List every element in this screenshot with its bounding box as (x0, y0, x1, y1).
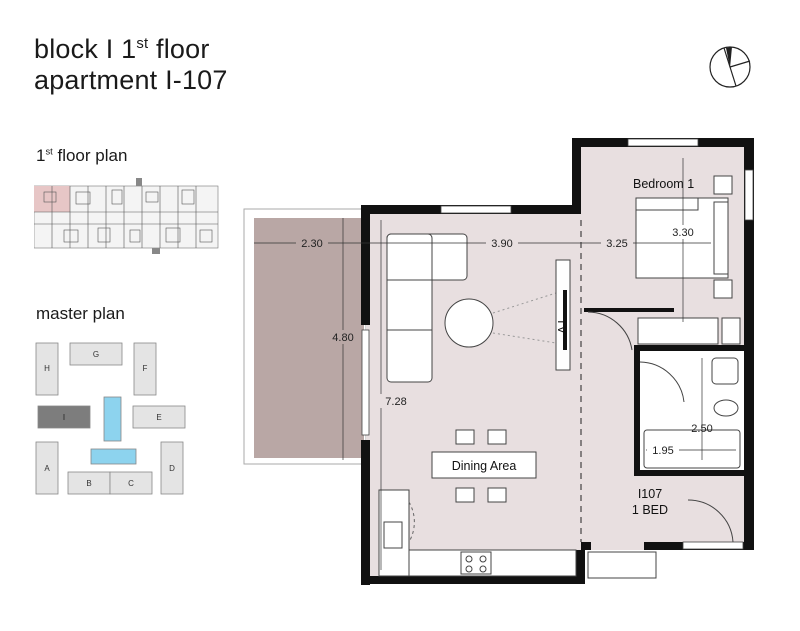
block-d[interactable] (160, 441, 184, 495)
floor-plan-heading: 1st floor plan (36, 146, 127, 166)
dining-set (431, 429, 537, 503)
kitchen-counter (378, 489, 577, 577)
dim-bath-tub: 1.95 (652, 445, 673, 457)
unit-type: 1 BED (632, 503, 668, 517)
block-f[interactable] (133, 342, 157, 396)
block-label-a: A (44, 464, 50, 473)
dim-bedroom-width: 3.25 (606, 238, 627, 250)
floor-heading-ordinal: st (45, 146, 53, 157)
title-block-text: block I 1 (34, 34, 137, 64)
title-line-block: block I 1st floor (34, 34, 228, 65)
apartment-floor-plan: TV Dining Area Bedroom 1 (243, 138, 754, 585)
entry-cabinet (587, 551, 657, 579)
sofa (386, 233, 468, 383)
floor-heading-text: floor plan (52, 146, 128, 165)
floor-heading-number: 1 (36, 146, 46, 165)
dim-terrace-depth: 4.80 (332, 332, 353, 344)
title-line-apartment: apartment I-107 (34, 65, 228, 95)
master-plan-map: G H F I E A B C D (35, 342, 186, 495)
dim-living-depth: 7.28 (385, 396, 406, 408)
dining-area-label: Dining Area (452, 459, 517, 473)
coffee-table (444, 298, 494, 348)
block-label-f: F (143, 364, 148, 373)
pool-horizontal (90, 448, 137, 465)
dim-bath-width: 2.50 (691, 423, 712, 435)
floor-key-plan (34, 178, 219, 254)
north-compass-icon (709, 46, 751, 88)
block-label-d: D (169, 464, 175, 473)
wardrobe (637, 317, 741, 345)
block-c[interactable] (109, 471, 153, 495)
dim-terrace-width: 2.30 (301, 238, 322, 250)
tv-label: TV (555, 318, 569, 335)
page-title: block I 1st floor apartment I-107 (34, 34, 228, 96)
block-label-e: E (156, 413, 161, 422)
unit-code: I107 (638, 487, 662, 501)
block-e[interactable] (132, 405, 186, 429)
block-h[interactable] (35, 342, 59, 396)
dim-living-width: 3.90 (491, 238, 512, 250)
bedroom-label: Bedroom 1 (633, 177, 694, 191)
block-label-g: G (93, 350, 99, 359)
dim-bed-depth: 3.30 (672, 227, 693, 239)
pool-vertical (103, 396, 122, 442)
block-label-b: B (86, 479, 91, 488)
block-label-h: H (44, 364, 50, 373)
block-a[interactable] (35, 441, 59, 495)
title-ordinal: st (136, 36, 149, 52)
title-floor-text: floor (148, 34, 210, 64)
windows (361, 138, 754, 550)
master-plan-heading: master plan (36, 304, 125, 323)
block-i-selected[interactable] (37, 405, 91, 429)
bathroom-fixtures (643, 357, 741, 469)
block-label-i: I (63, 413, 65, 422)
block-label-c: C (128, 479, 134, 488)
block-g[interactable] (69, 342, 123, 366)
